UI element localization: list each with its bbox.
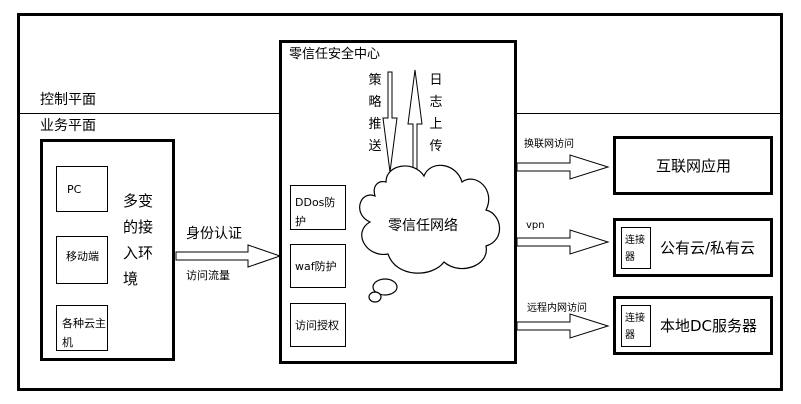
module-ddos-label: DDos防护	[295, 196, 336, 228]
device-mobile: 移动端	[56, 236, 108, 284]
cloud-box: 连接器 公有云/私有云	[613, 218, 773, 277]
dc-connector: 连接器	[621, 305, 651, 347]
module-access-authorization-label: 访问授权	[295, 319, 339, 332]
local-dc-label: 本地DC服务器	[660, 317, 758, 335]
dc-connector-label: 连接器	[625, 313, 645, 341]
access-environment-label: 多变的接入环境	[123, 192, 154, 288]
vpn-label: vpn	[526, 220, 545, 231]
device-mobile-label: 移动端	[66, 250, 99, 263]
device-cloud-host: 各种云主机	[56, 305, 108, 351]
control-plane-label: 控制平面	[40, 92, 96, 108]
remote-intranet-label: 远程内网访问	[527, 303, 587, 314]
cloud-label: 公有云/私有云	[660, 239, 756, 257]
traffic-label: 访问流量	[186, 269, 230, 282]
zero-trust-network-cloud-icon	[359, 164, 501, 303]
internet-app-box: 互联网应用	[613, 136, 773, 195]
cloud-connector-label: 连接器	[625, 235, 645, 263]
internet-access-arrow	[516, 154, 610, 180]
device-cloud-host-label: 各种云主机	[62, 317, 106, 349]
module-ddos: DDos防护	[290, 185, 346, 230]
center-title: 零信任安全中心	[289, 47, 381, 62]
auth-arrow	[175, 244, 282, 268]
policy-push-arrow	[382, 71, 398, 173]
log-upload-label: 日志上传	[429, 73, 443, 154]
device-pc: PC	[56, 166, 108, 212]
internet-app-label: 互联网应用	[656, 157, 732, 175]
local-dc-box: 连接器 本地DC服务器	[613, 296, 773, 355]
module-waf-label: waf防护	[295, 260, 337, 273]
auth-label: 身份认证	[186, 226, 242, 242]
policy-push-label: 策略推送	[368, 73, 382, 154]
remote-intranet-arrow	[516, 313, 610, 339]
log-upload-arrow	[407, 69, 423, 173]
cloud-connector: 连接器	[621, 227, 651, 269]
device-pc-label: PC	[67, 183, 82, 196]
module-waf: waf防护	[290, 244, 346, 288]
business-plane-label: 业务平面	[40, 118, 96, 134]
internet-access-label: 换联网访问	[524, 139, 574, 150]
module-access-authorization: 访问授权	[290, 303, 346, 347]
zero-trust-network-label: 零信任网络	[388, 218, 458, 234]
vpn-arrow	[516, 229, 610, 255]
